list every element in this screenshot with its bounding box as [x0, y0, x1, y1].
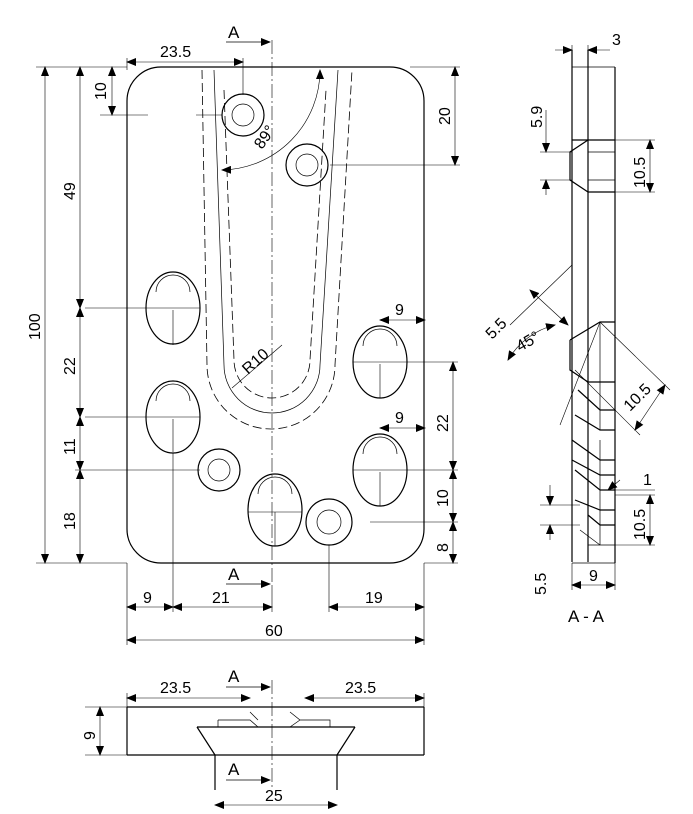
dim-section-small-step: 1	[643, 472, 652, 489]
dim-right-hole-width-1: 9	[395, 302, 404, 319]
section-label: A - A	[568, 607, 605, 626]
cut-marker-bottom: A	[228, 565, 240, 584]
dim-mid-span: 22	[62, 357, 79, 375]
dim-right-hole-width-2: 9	[395, 410, 404, 427]
dim-bottom-left-offset: 23.5	[160, 680, 191, 697]
section-oblique-hole	[569, 321, 615, 431]
oval-hole-right-lower	[352, 433, 458, 507]
hole-lower-left	[197, 448, 241, 492]
dim-overall-width: 60	[265, 623, 283, 640]
oval-hole-left-lower	[85, 380, 201, 454]
dim-bottom-right-offset: 23.5	[345, 680, 376, 697]
dim-bottom-span: 18	[62, 512, 79, 530]
dim-upper-span: 49	[62, 182, 79, 200]
dim-top-offset: 23.5	[160, 44, 191, 61]
dim-section-thickness: 3	[612, 32, 621, 49]
section-lower-hole	[571, 439, 615, 546]
cut-marker-top: A	[228, 23, 240, 42]
oval-hole-right-upper	[352, 325, 458, 399]
dim-section-upper-hole: 10.5	[632, 157, 649, 188]
dim-lower-span: 11	[62, 438, 79, 455]
countersink-profile	[196, 726, 356, 790]
bottom-view: A A 23.5 23.5 9 25	[82, 667, 425, 809]
dim-right-bottom: 8	[435, 543, 452, 552]
dim-section-upper-offset: 5.9	[529, 106, 546, 128]
plate-outline	[126, 66, 425, 564]
dim-slot-radius: R10	[239, 346, 272, 378]
hole-upper-right	[285, 143, 329, 187]
hole-bottom-right	[305, 498, 353, 546]
dim-section-oblique-angle: 45°	[514, 329, 543, 356]
dim-right-small: 10	[435, 489, 452, 507]
section-upper-hole	[569, 139, 615, 193]
cut-marker-bottom-view-top: A	[228, 667, 240, 686]
dim-top-hole-y: 10	[93, 82, 110, 100]
dim-bottom-width: 25	[265, 788, 283, 805]
dim-right-top-hole: 20	[437, 107, 454, 125]
hole-top	[221, 93, 265, 137]
dim-section-base-width: 9	[589, 568, 598, 585]
u-slot	[213, 69, 339, 414]
dim-bottom-height: 9	[82, 731, 99, 740]
section-view: 5.9 10.5 3 5.5 45° 10.5	[483, 32, 671, 626]
oval-hole-left-upper	[85, 271, 201, 345]
front-view: A A 23.5 10 100 49 22 11 18 20	[27, 23, 460, 645]
dim-bottom-left: 9	[143, 590, 152, 607]
dim-section-lower-offset: 5.5	[533, 573, 550, 595]
dim-bottom-mid: 21	[212, 590, 230, 607]
dim-section-oblique-offset: 5.5	[483, 315, 511, 343]
u-slot-hidden-outer	[201, 69, 353, 430]
dim-section-lower-hole: 10.5	[632, 509, 649, 540]
dim-section-oblique-hole: 10.5	[621, 381, 655, 415]
oval-hole-bottom-center	[247, 473, 303, 547]
cut-marker-bottom-view-bottom: A	[228, 760, 240, 779]
dim-angle: 89°	[251, 123, 279, 153]
dim-bottom-right: 19	[365, 590, 383, 607]
dim-right-span: 22	[435, 414, 452, 432]
dim-overall-height: 100	[27, 313, 44, 340]
